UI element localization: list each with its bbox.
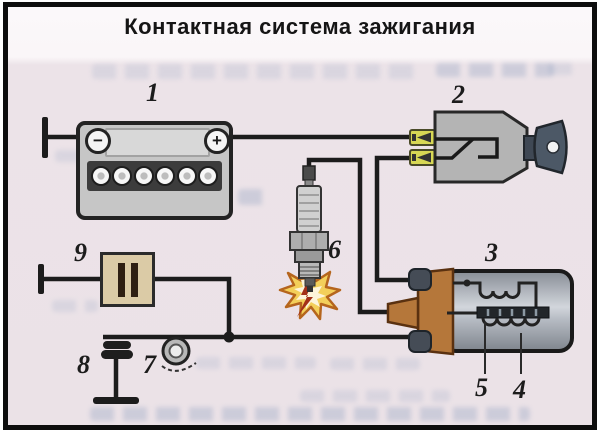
battery-cell-cap	[176, 166, 197, 186]
label-primary-winding: 4	[513, 375, 526, 404]
wire-junction-dot	[223, 331, 235, 343]
breaker-contacts	[93, 341, 139, 404]
coil-primary-bolt-bottom	[408, 330, 432, 353]
coil-primary-bolt-top	[408, 268, 432, 291]
spark-plug	[289, 165, 329, 292]
cam-rotation-arrow	[161, 362, 197, 372]
label-secondary-winding: 5	[475, 373, 488, 402]
capacitor-ground-terminal	[38, 264, 101, 294]
coil-primary-winding	[453, 279, 538, 307]
switch-contact-symbol	[435, 137, 499, 160]
capacitor	[100, 252, 155, 307]
battery-plus-terminal: +	[204, 128, 230, 154]
label-capacitor: 9	[74, 238, 87, 267]
battery-cell-caps	[87, 161, 222, 191]
battery-cell-cap	[198, 166, 219, 186]
ghost-text-smudge	[300, 390, 450, 402]
battery: − +	[76, 121, 233, 220]
ignition-coil	[386, 267, 574, 374]
page-title: Контактная система зажигания	[124, 14, 476, 39]
wire-switch-to-coil-primary	[374, 155, 411, 283]
ghost-text-smudge	[238, 189, 264, 205]
battery-cell-cap	[90, 166, 111, 186]
battery-minus-terminal: −	[85, 128, 111, 154]
label-breaker-contacts: 8	[77, 350, 90, 379]
ghost-text-smudge	[436, 63, 554, 77]
label-spark-plug: 6	[328, 235, 341, 264]
cam	[161, 336, 197, 372]
ignition-switch	[409, 110, 568, 184]
ghost-text-smudge	[330, 358, 420, 370]
ghost-text-smudge	[92, 64, 422, 79]
battery-top-panel	[105, 128, 210, 157]
wire-capacitor-to-junction	[148, 276, 232, 334]
capacitor-plate	[118, 263, 125, 297]
switch-terminal-upper	[409, 129, 436, 146]
ghost-text-smudge	[90, 407, 530, 421]
battery-cell-cap	[112, 166, 133, 186]
capacitor-plate	[131, 263, 138, 297]
coil-hv-terminal	[386, 296, 420, 330]
breaker-ground-bar	[93, 397, 139, 404]
label-cam: 7	[143, 350, 156, 379]
wire-breaker-to-coil	[103, 331, 413, 343]
battery-cell-cap	[133, 166, 154, 186]
ghost-text-smudge	[196, 357, 316, 369]
coil-secondary-winding	[447, 306, 550, 327]
label-ignition-switch: 2	[452, 80, 465, 109]
switch-body	[433, 110, 529, 184]
ghost-text-smudge	[52, 300, 98, 312]
label-ignition-coil: 3	[485, 238, 498, 267]
key-hole	[546, 140, 560, 154]
label-battery: 1	[146, 78, 159, 107]
ghost-text-smudge	[548, 63, 574, 75]
battery-cell-cap	[155, 166, 176, 186]
wire-sparkplug-to-coil-hv	[306, 157, 390, 315]
battery-ground-terminal	[42, 117, 77, 158]
switch-terminal-lower	[409, 149, 436, 166]
